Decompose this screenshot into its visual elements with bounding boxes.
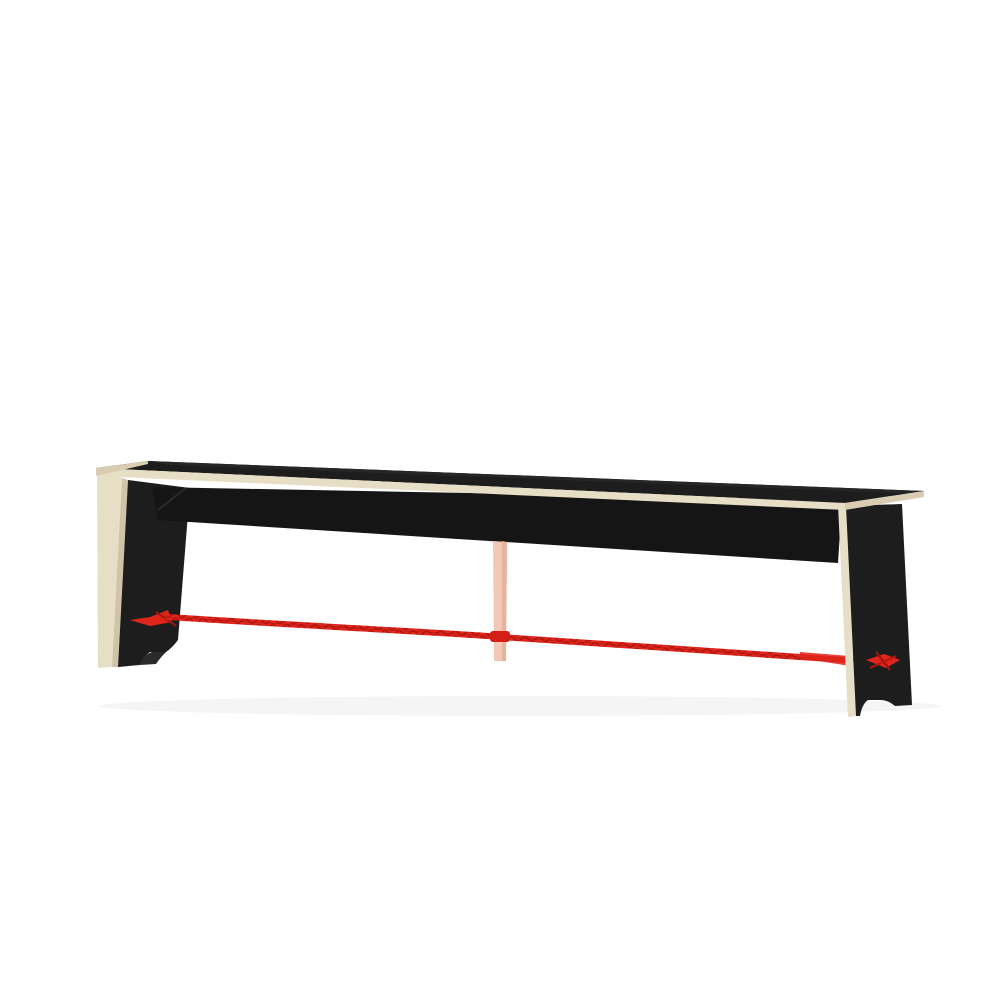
- right-leg-edge: [838, 505, 856, 717]
- right-leg: [838, 504, 912, 717]
- right-leg-panel: [846, 504, 912, 716]
- seat-top: [96, 461, 924, 503]
- seat-apron: [152, 487, 842, 563]
- seat-front-edge: [96, 468, 845, 510]
- center-dowel: [493, 541, 507, 661]
- bench-seat: [96, 461, 924, 510]
- red-rope: [130, 610, 863, 666]
- seat-end-edge: [845, 491, 924, 510]
- floor-shadow: [100, 696, 940, 716]
- left-leg-edge: [97, 472, 122, 668]
